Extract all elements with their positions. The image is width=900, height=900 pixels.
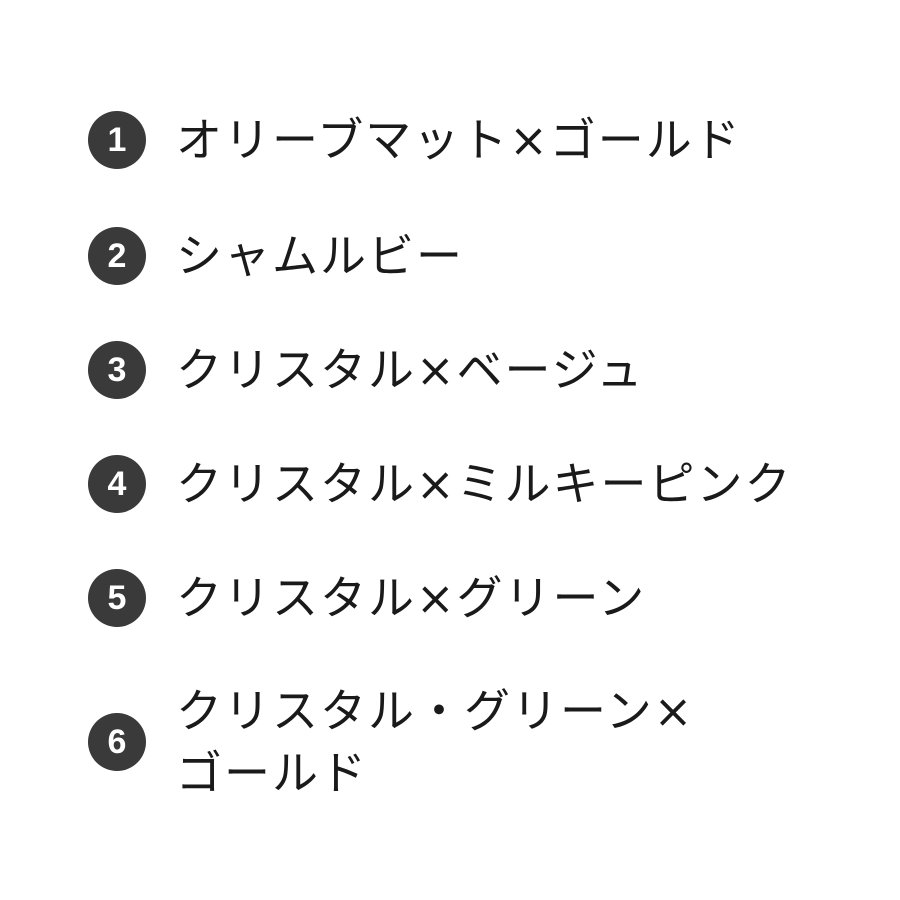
item-label: クリスタル×グリーン (176, 571, 647, 625)
item-label: オリーブマット×ゴールド (176, 113, 742, 167)
item-label: クリスタル×ミルキーピンク (176, 457, 793, 511)
number-badge: 2 (88, 227, 146, 285)
item-label-line: ゴールド (176, 746, 368, 800)
number-badge: 4 (88, 455, 146, 513)
number-badge: 5 (88, 569, 146, 627)
number-badge: 3 (88, 341, 146, 399)
item-label: クリスタル・グリーン× ゴールド (176, 680, 694, 804)
item-label: シャムルビー (176, 229, 464, 283)
list-item: 6 クリスタル・グリーン× ゴールド (88, 680, 694, 804)
list-item: 5 クリスタル×グリーン (88, 568, 646, 628)
number-badge: 1 (88, 111, 146, 169)
list-item: 3 クリスタル×ベージュ (88, 340, 644, 400)
item-label-line: クリスタル・グリーン× (176, 684, 695, 738)
number-badge: 6 (88, 713, 146, 771)
item-label: クリスタル×ベージュ (176, 343, 645, 397)
list-item: 4 クリスタル×ミルキーピンク (88, 454, 793, 514)
list-item: 1 オリーブマット×ゴールド (88, 110, 742, 170)
list-item: 2 シャムルビー (88, 226, 464, 286)
